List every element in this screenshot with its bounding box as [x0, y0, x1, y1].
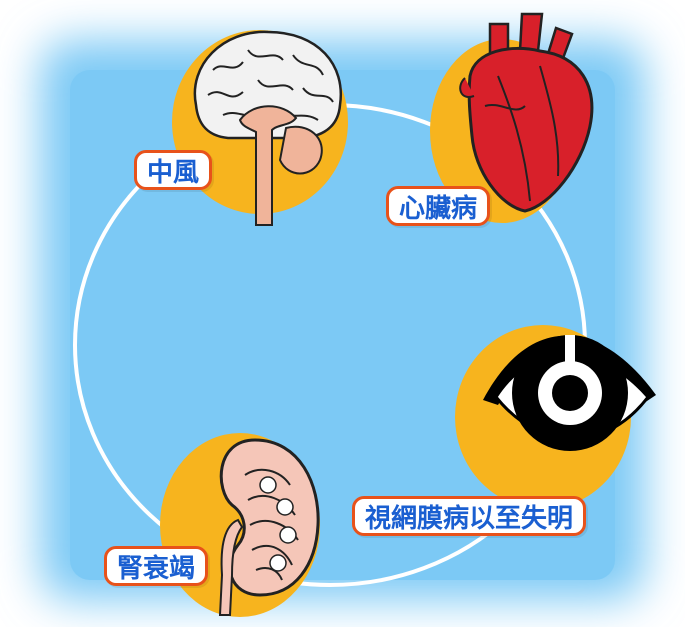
- node-label-heart: 心臟病: [386, 186, 490, 226]
- node-label-stroke: 中風: [134, 150, 212, 190]
- kidney-icon: [160, 415, 340, 625]
- node-label-retina: 視網膜病以至失明: [352, 496, 586, 536]
- node-label-kidney: 腎衰竭: [104, 546, 208, 586]
- eye-icon: [448, 305, 678, 525]
- brain-icon: [168, 10, 358, 230]
